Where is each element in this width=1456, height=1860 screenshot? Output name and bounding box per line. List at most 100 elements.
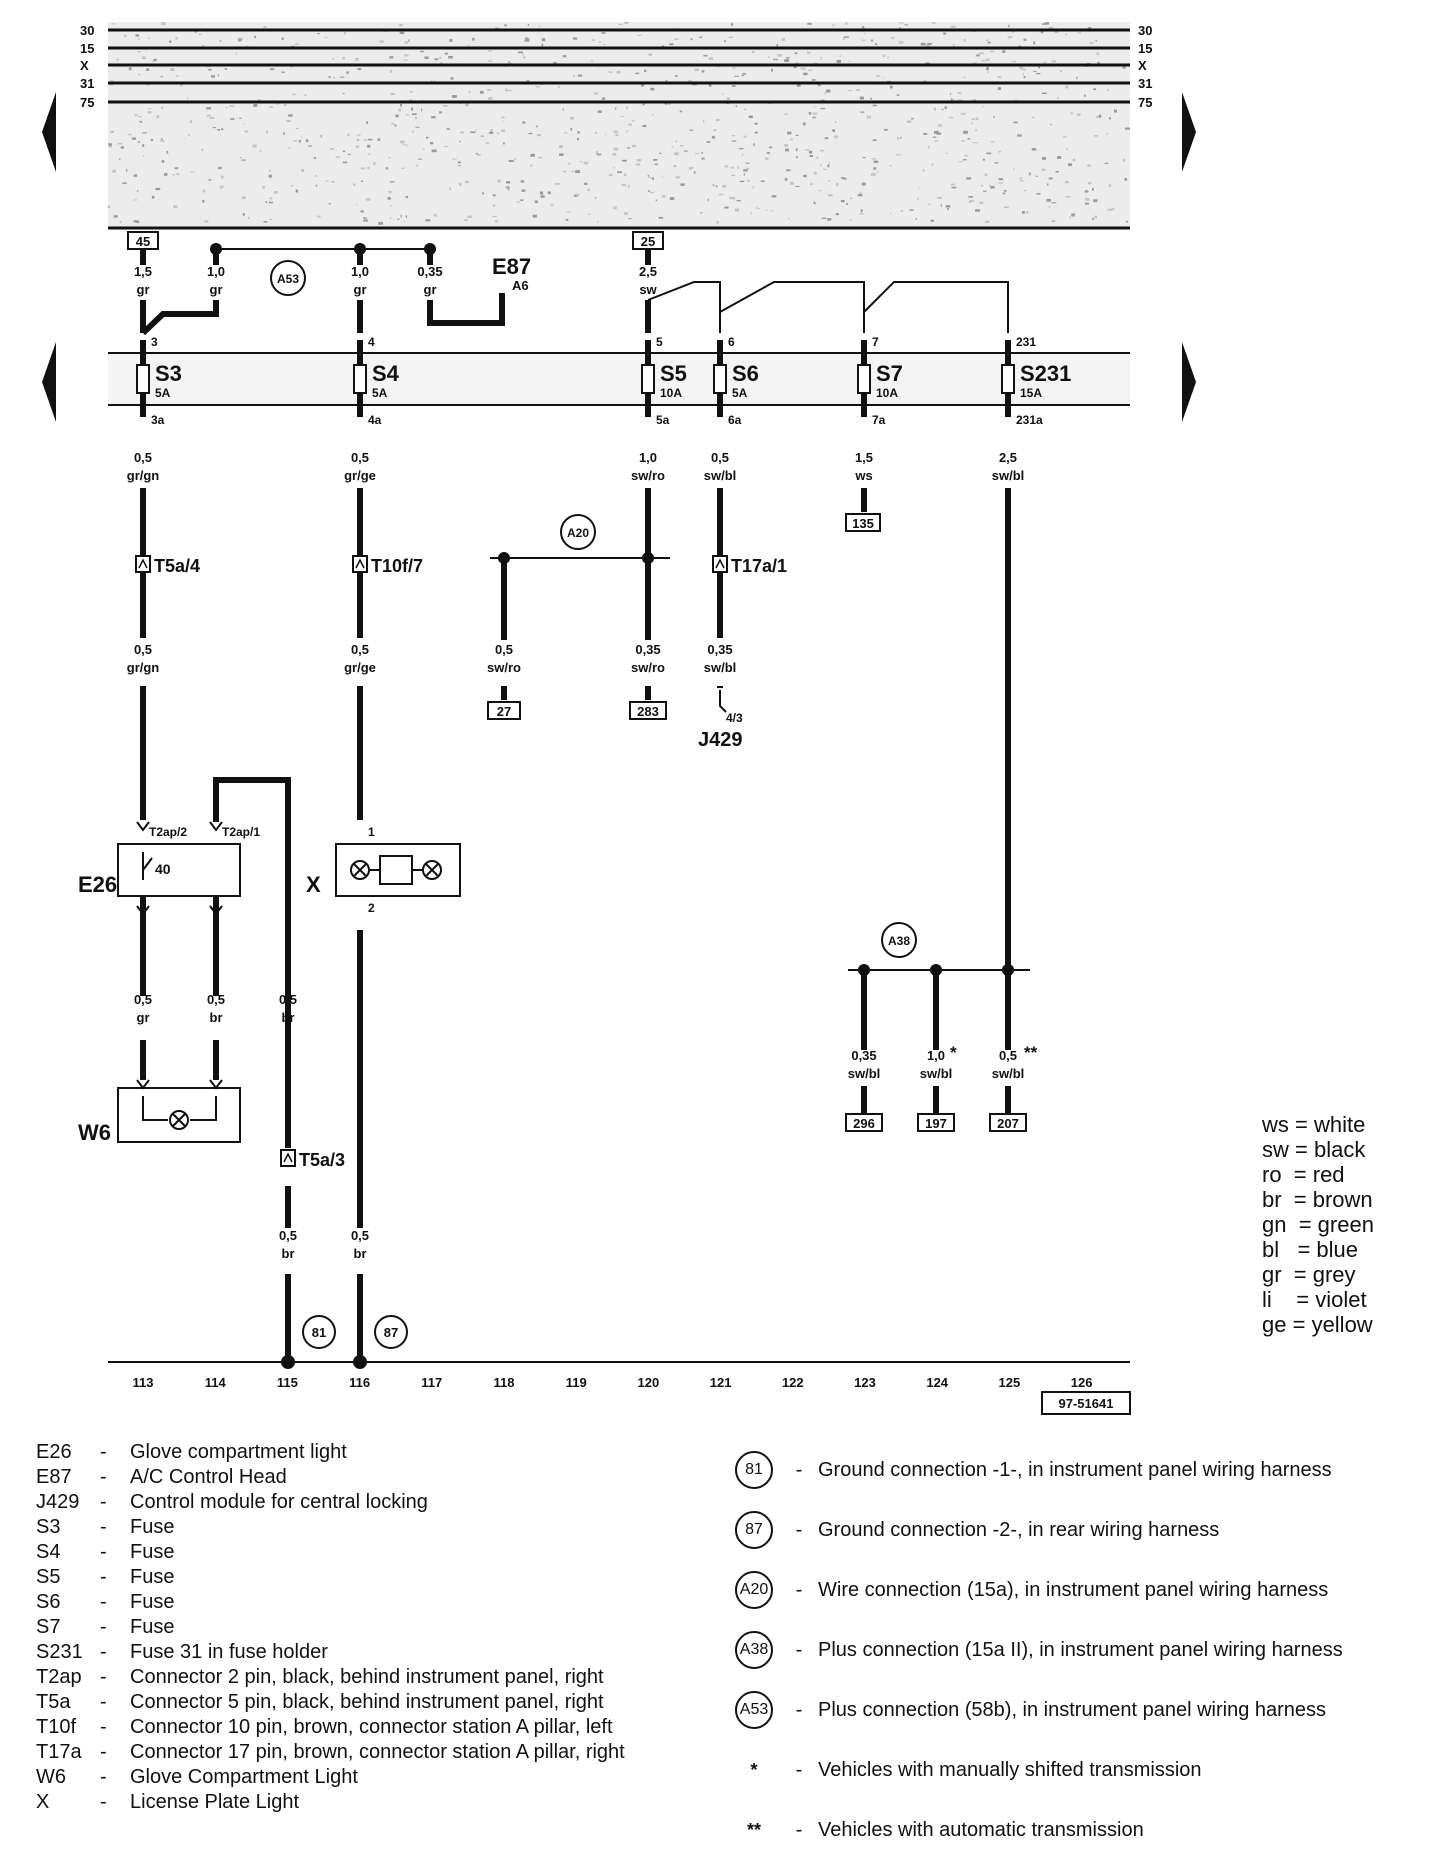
svg-text:ws: ws (854, 468, 872, 483)
top-wire-labels: 1,5 gr 1,0 gr 1,0 gr 0,35 gr 2,5 sw (134, 264, 658, 297)
legend-code: T5a (36, 1691, 71, 1713)
legend-row: S7-Fuse (36, 1615, 625, 1640)
svg-text:6: 6 (728, 335, 735, 349)
svg-text:5a: 5a (656, 413, 670, 427)
ref-207: 207 (989, 1113, 1027, 1132)
column-number: 122 (782, 1375, 804, 1390)
fuse-s5: 5 S5 10A 5a (641, 335, 687, 427)
component-x: 1 2 X (306, 825, 461, 915)
svg-text:231a: 231a (1016, 413, 1043, 427)
svg-text:1,0: 1,0 (927, 1048, 945, 1063)
svg-text:4a: 4a (368, 413, 382, 427)
column-number: 119 (566, 1375, 587, 1390)
color-key-row: gr = grey (1262, 1262, 1356, 1287)
svg-text:81: 81 (312, 1325, 326, 1340)
mid-wire-labels: 0,5 gr/gn 0,5 gr/ge 1,0 sw/ro 0,5 sw/bl … (127, 450, 1025, 483)
svg-text:0,5: 0,5 (279, 1228, 297, 1243)
svg-text:97-51641: 97-51641 (1059, 1396, 1114, 1411)
connector-t5a4: T5a/4 (135, 555, 200, 576)
svg-text:sw/bl: sw/bl (848, 1066, 881, 1081)
legend-desc: Connector 17 pin, brown, connector stati… (130, 1741, 625, 1763)
color-key-row: sw = black (1262, 1137, 1366, 1162)
svg-text:**: ** (1024, 1043, 1038, 1062)
bus-right-label: 31 (1138, 76, 1152, 91)
circle-a20: A20 (560, 514, 596, 550)
svg-text:br: br (282, 1246, 295, 1261)
svg-text:A53: A53 (277, 272, 299, 286)
legend-desc: Glove Compartment Light (130, 1766, 358, 1788)
svg-text:0,5: 0,5 (134, 642, 152, 657)
svg-text:E87: E87 (492, 254, 531, 279)
arrow-left-icon[interactable] (42, 92, 56, 172)
svg-text:T2ap/1: T2ap/1 (222, 825, 260, 839)
circle-87: 87 (374, 1315, 408, 1349)
ref-296: 296 (845, 1113, 883, 1132)
fuse-s6: 6 S6 5A 6a (713, 335, 759, 427)
note-symbol: ** (728, 1810, 780, 1850)
note-desc: Ground connection -1-, in instrument pan… (818, 1458, 1332, 1481)
symbol-legend: 81 - Ground connection -1-, in instrument … (728, 1440, 1343, 1860)
svg-text:1: 1 (368, 825, 375, 839)
legend-dash: - (100, 1541, 107, 1563)
arrow-left-icon[interactable] (42, 342, 56, 422)
legend-row: E26-Glove compartment light (36, 1440, 625, 1465)
svg-text:0,5: 0,5 (351, 450, 369, 465)
arrow-right-icon[interactable] (1182, 342, 1196, 422)
column-number: 124 (926, 1375, 948, 1390)
svg-text:0,5: 0,5 (279, 992, 297, 1007)
ref-27: 27 (487, 701, 521, 720)
legend-row: T2ap-Connector 2 pin, black, behind inst… (36, 1665, 625, 1690)
svg-text:A20: A20 (567, 526, 589, 540)
svg-text:sw/bl: sw/bl (992, 1066, 1025, 1081)
note-symbol: A20 (728, 1570, 780, 1610)
color-key-row: ro = red (1262, 1162, 1345, 1187)
svg-text:sw/ro: sw/ro (487, 660, 521, 675)
legend-dash: - (100, 1591, 107, 1613)
svg-text:0,5: 0,5 (134, 450, 152, 465)
legend-code: S4 (36, 1541, 61, 1563)
legend-desc: A/C Control Head (130, 1466, 287, 1488)
j429-label: 4/3 J429 (698, 711, 743, 751)
svg-text:sw/ro: sw/ro (631, 660, 665, 675)
note-desc: Wire connection (15a), in instrument pan… (818, 1578, 1329, 1601)
svg-text:4/3: 4/3 (726, 711, 743, 725)
bus-left-label: 31 (80, 76, 94, 91)
legend-dash: - (100, 1616, 107, 1638)
note-dash: - (795, 1758, 803, 1781)
svg-text:S3: S3 (155, 361, 182, 386)
svg-text:10A: 10A (660, 386, 682, 400)
svg-text:135: 135 (852, 516, 874, 531)
fuse-s4: 4 S4 5A 4a (353, 335, 400, 427)
svg-text:15A: 15A (1020, 386, 1042, 400)
svg-text:1,0: 1,0 (351, 264, 369, 279)
component-w6: W6 (78, 1079, 241, 1145)
svg-text:T17a/1: T17a/1 (731, 556, 787, 576)
fuse-s231: 231 S231 15A 231a (1001, 335, 1071, 427)
note-symbol: A38 (728, 1630, 780, 1670)
bus-left-label: 15 (80, 41, 94, 56)
legend-code: T10f (36, 1716, 77, 1738)
column-number: 118 (494, 1375, 515, 1390)
bus-right-label: 15 (1138, 41, 1152, 56)
legend-code: S6 (36, 1591, 61, 1613)
connection-circle-icon: 81 (735, 1451, 773, 1489)
connector-t17a1: T17a/1 (712, 555, 787, 576)
svg-text:0,35: 0,35 (417, 264, 442, 279)
svg-text:sw/bl: sw/bl (920, 1066, 953, 1081)
legend-code: W6 (36, 1766, 66, 1788)
svg-text:sw/bl: sw/bl (704, 660, 737, 675)
ref-283: 283 (629, 701, 667, 720)
arrow-right-icon[interactable] (1182, 92, 1196, 172)
color-key-row: ge = yellow (1262, 1312, 1373, 1337)
svg-text:0,5: 0,5 (351, 642, 369, 657)
legend-desc: Connector 10 pin, brown, connector stati… (130, 1716, 613, 1738)
color-key-row: ws = white (1262, 1112, 1366, 1137)
svg-text:J429: J429 (698, 729, 743, 751)
svg-text:197: 197 (925, 1116, 947, 1131)
bus-right-label: 30 (1138, 23, 1152, 38)
column-number: 126 (1071, 1375, 1093, 1390)
column-number: 116 (349, 1375, 370, 1390)
svg-text:T2ap/2: T2ap/2 (149, 825, 187, 839)
